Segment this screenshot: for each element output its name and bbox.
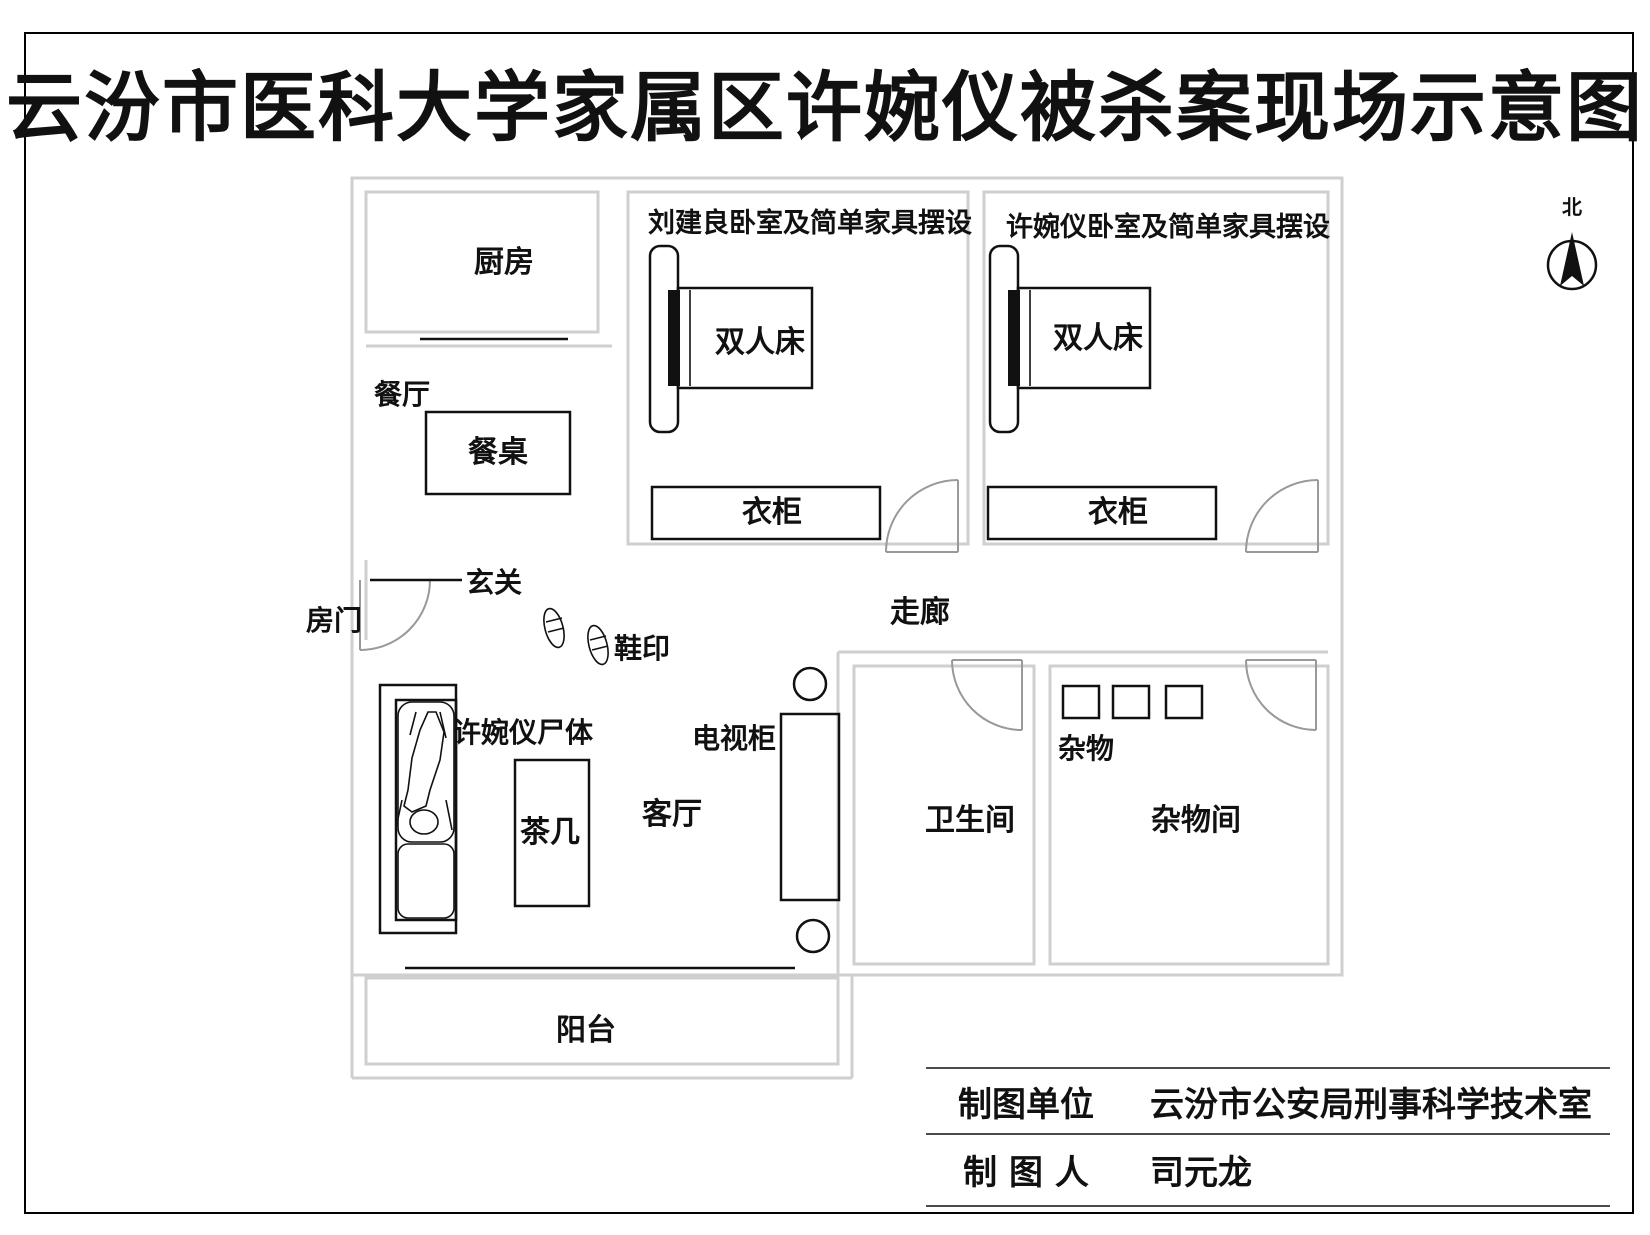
label-wardrobe-1: 衣柜 <box>742 495 802 530</box>
info-maker-label: 制 图 人 <box>963 1153 1089 1193</box>
speaker-top <box>792 666 828 702</box>
north-label: 北 <box>1562 195 1582 219</box>
victim-body-outline <box>395 711 453 835</box>
speaker-bottom <box>795 918 831 954</box>
door-entrance <box>359 578 462 651</box>
label-entrance: 玄关 <box>466 566 522 599</box>
label-dining: 餐厅 <box>374 378 430 411</box>
label-bedroom-2: 许婉仪卧室及简单家具摆设 <box>1006 211 1330 243</box>
dining-table <box>424 410 572 496</box>
label-bed-1: 双人床 <box>715 325 805 360</box>
sofa <box>378 683 458 935</box>
label-wardrobe-2: 衣柜 <box>1088 495 1148 530</box>
label-tea-table: 茶几 <box>520 815 580 850</box>
label-victim-body: 许婉仪尸体 <box>453 716 594 749</box>
shoeprints <box>543 607 609 666</box>
bed-1 <box>648 244 814 434</box>
storage-boxes <box>1061 684 1204 720</box>
label-corridor: 走廊 <box>890 595 950 630</box>
door-bathroom <box>951 659 1023 731</box>
walls <box>350 176 1344 1080</box>
bed-2 <box>988 244 1152 434</box>
label-dining-table: 餐桌 <box>468 435 528 470</box>
label-bed-2: 双人床 <box>1053 321 1143 356</box>
label-storage-items: 杂物 <box>1058 732 1114 765</box>
label-door: 房门 <box>306 604 362 637</box>
door-bedroom-1 <box>885 479 959 553</box>
label-living-room: 客厅 <box>642 797 702 832</box>
wardrobe-2 <box>986 485 1218 541</box>
info-unit-label: 制图单位 <box>958 1085 1094 1125</box>
label-tv-cabinet: 电视柜 <box>692 722 776 755</box>
door-bedroom-2 <box>1245 479 1319 553</box>
label-balcony: 阳台 <box>556 1013 616 1048</box>
north-arrow-icon <box>1546 232 1598 291</box>
label-storage-room: 杂物间 <box>1151 803 1241 838</box>
drawing-frame <box>24 32 1634 1214</box>
label-shoeprint: 鞋印 <box>614 632 670 665</box>
label-kitchen: 厨房 <box>474 245 534 280</box>
info-block <box>926 1067 1610 1207</box>
label-bathroom: 卫生间 <box>925 803 1015 838</box>
door-storage <box>1245 659 1317 731</box>
tea-table <box>513 758 591 908</box>
diagram-title: 云汾市医科大学家属区许婉仪被杀案现场示意图 <box>6 63 1644 152</box>
wardrobe-1 <box>650 485 882 541</box>
tv-cabinet <box>779 712 841 902</box>
info-unit-value: 云汾市公安局刑事科学技术室 <box>1150 1085 1592 1125</box>
info-maker-value: 司元龙 <box>1150 1153 1252 1193</box>
label-bedroom-1: 刘建良卧室及简单家具摆设 <box>648 207 972 239</box>
